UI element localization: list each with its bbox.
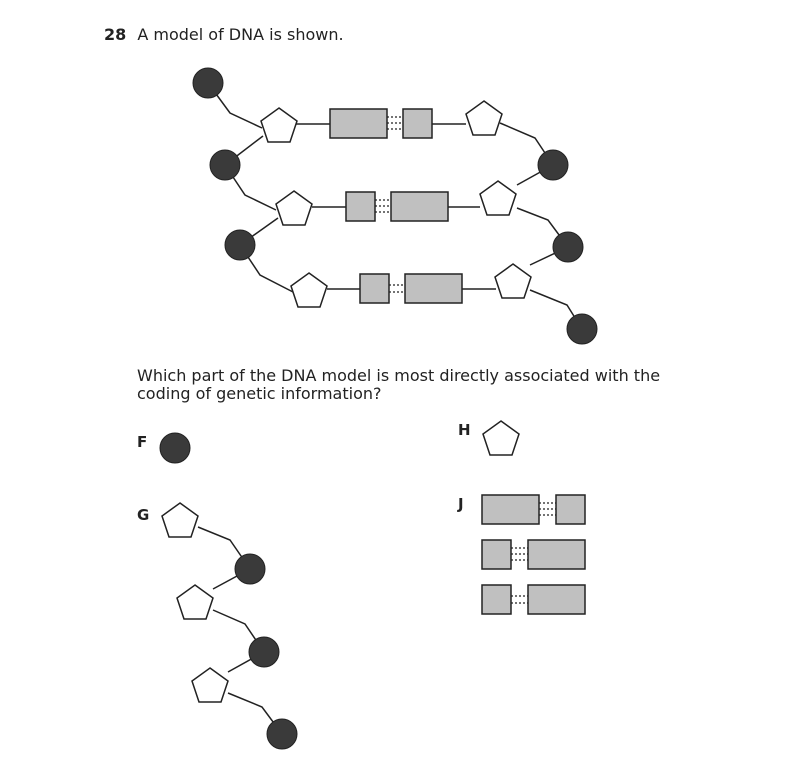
base-icon bbox=[359, 273, 390, 304]
phosphate-icon bbox=[192, 67, 224, 99]
sugar-icon bbox=[479, 180, 517, 216]
sugar-icon bbox=[260, 107, 298, 143]
choice-j-label[interactable]: J bbox=[458, 495, 464, 513]
base-icon bbox=[390, 191, 449, 222]
choice-h-sugar-icon bbox=[482, 420, 520, 456]
choice-h-label[interactable]: H bbox=[458, 421, 471, 439]
sugar-icon bbox=[465, 100, 503, 136]
choice-f-label[interactable]: F bbox=[137, 433, 148, 451]
base-icon bbox=[404, 273, 463, 304]
choice-g-label[interactable]: G bbox=[137, 506, 150, 524]
phosphate-icon bbox=[224, 229, 256, 261]
question-number: 28 bbox=[104, 25, 127, 44]
sugar-icon bbox=[275, 190, 313, 226]
phosphate-icon bbox=[209, 149, 241, 181]
sugar-icon bbox=[494, 263, 532, 299]
choice-f-phosphate-icon bbox=[159, 432, 191, 464]
base-icon bbox=[345, 191, 376, 222]
phosphate-icon bbox=[537, 149, 569, 181]
question-stem: A model of DNA is shown. bbox=[137, 25, 344, 44]
choice-g-backbone-icon bbox=[161, 502, 298, 750]
choice-j-base-pairs-icon bbox=[481, 494, 586, 615]
base-icon bbox=[329, 108, 388, 139]
dna-model bbox=[192, 67, 598, 345]
base-icon bbox=[402, 108, 433, 139]
phosphate-icon bbox=[566, 313, 598, 345]
question-header: 28 A model of DNA is shown. bbox=[104, 25, 344, 44]
phosphate-icon bbox=[552, 231, 584, 263]
question-prompt: Which part of the DNA model is most dire… bbox=[137, 366, 661, 403]
sugar-icon bbox=[290, 272, 328, 308]
